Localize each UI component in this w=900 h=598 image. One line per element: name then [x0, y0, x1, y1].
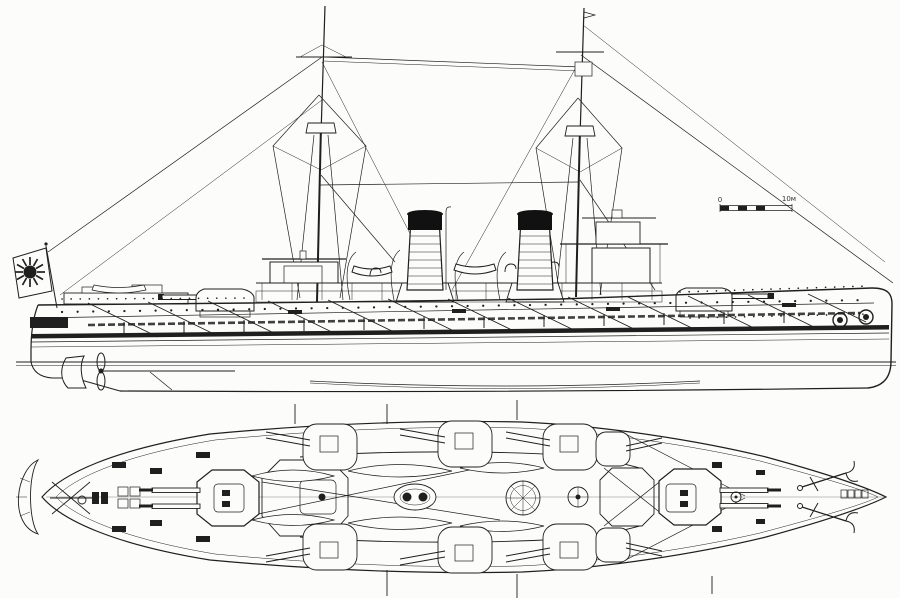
fore-mast-plan: [567, 486, 589, 508]
funnel-cap: [408, 214, 442, 230]
bilge-keel: [309, 380, 701, 387]
wheelhouse: [591, 247, 651, 284]
gun-muzzle: [768, 293, 774, 299]
funnel-cap: [518, 214, 552, 230]
plan-funnels: [393, 480, 589, 516]
chart-house: [595, 221, 641, 245]
torpedo-net-booms: [87, 293, 867, 338]
rigging-lines: [47, 24, 894, 296]
rising-sun: [15, 257, 45, 287]
casemate-sponsons: [265, 420, 663, 574]
armor-belt: [31, 325, 889, 339]
aft-mast: [272, 5, 396, 303]
gun-barrel: [719, 487, 769, 493]
bow-anchors: [832, 309, 874, 328]
funnel-fore: [516, 210, 554, 291]
cowl-vent: [369, 267, 382, 277]
gun-barrel: [719, 503, 769, 509]
foredeck-gear: [712, 460, 869, 534]
conning-position-plan: [599, 467, 655, 527]
casemate-guns: [288, 303, 796, 314]
ships-boat: [453, 263, 497, 275]
stowed-torpedo-net: [87, 311, 861, 327]
hull-plating-ticks: [123, 311, 785, 334]
station-ticks: [294, 400, 713, 598]
cowl-vent: [504, 263, 517, 273]
fore-fighting-top: [564, 125, 596, 137]
flag-staff: [45, 245, 58, 309]
waterline: [16, 361, 896, 366]
underwater-details: [61, 352, 701, 391]
hull-profile: [30, 285, 893, 393]
boats-and-davits: [346, 249, 560, 301]
side-view: [12, 5, 896, 393]
aft-mast-plan: [318, 493, 326, 501]
anchor: [797, 502, 859, 534]
funnel-aft-plan: [393, 483, 437, 511]
stern-deck-gear: [50, 452, 210, 542]
propeller: [96, 352, 235, 391]
rudder: [61, 355, 87, 389]
masthead-pennant: [583, 11, 597, 19]
masthead-lookout: [574, 61, 593, 77]
chain-grating: [840, 489, 869, 499]
aft-main-turret: [158, 288, 255, 318]
midship-deckhouse: [255, 290, 663, 303]
ships-boat: [351, 265, 393, 277]
scale-bar: 0 10м: [718, 195, 796, 212]
naval-ensign-flag: [12, 242, 58, 309]
boat-deck-supports: [261, 283, 653, 300]
funnel-aft: [406, 206, 452, 291]
scale-end-label: 10м: [782, 195, 796, 203]
capstan: [730, 491, 742, 503]
gun-barrel: [151, 503, 201, 509]
aft-barbette-plan: [139, 469, 260, 527]
stern-walk: [16, 458, 40, 535]
scale-start-label: 0: [718, 196, 722, 204]
anchor: [797, 460, 859, 492]
funnel-fore-plan: [505, 480, 541, 516]
plan-view: [16, 400, 888, 598]
aft-fighting-top: [305, 122, 337, 134]
quarter-boat: [91, 284, 147, 294]
gun-muzzle: [158, 294, 164, 300]
fore-mast: [535, 7, 656, 298]
fore-barbette-plan: [658, 468, 781, 526]
steam-pipe: [445, 206, 452, 213]
gun-barrel: [151, 487, 201, 493]
stern-walk-shadow: [30, 317, 68, 328]
